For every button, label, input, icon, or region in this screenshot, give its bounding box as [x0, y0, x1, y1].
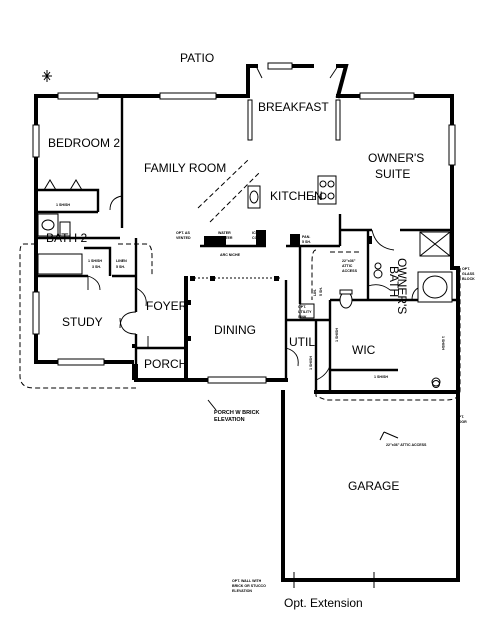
water-heater-note-1: WATER: [218, 231, 231, 235]
wic-shelf-note-1: 1 SH/SH: [374, 375, 388, 379]
water-heater-note-2: HEATER: [218, 236, 233, 240]
opt-wall-note-1: OPT. WALL WITH: [232, 579, 262, 583]
patio-label: PATIO: [180, 51, 214, 65]
linen-closet-note-2: 5 SH.: [116, 265, 125, 269]
windows: [32, 62, 456, 384]
porch-elevation-note-1: PORCH W BRICK: [214, 410, 260, 416]
linen-closet-note-1: LINEN: [116, 259, 127, 263]
bedroom2-label: BEDROOM 2: [48, 136, 120, 150]
wic-shelf-note-3: 1 SH/SH: [441, 336, 445, 350]
garage-attic-note: 22"x36" ATTIC ACCESS: [386, 443, 427, 447]
fixtures: [37, 70, 453, 588]
glass-block-note-2: GLASS: [462, 272, 475, 276]
util-sink-note-2: UTILITY: [298, 310, 312, 314]
wic-shelf-note-2: 1 SH/SH: [335, 328, 339, 342]
opt-wall-note-3: ELEVATION: [232, 589, 252, 593]
foyer-label: FOYER: [146, 299, 188, 313]
bath2-label: BATH 2: [46, 231, 87, 245]
opt-door-note-1: OPT.: [456, 415, 464, 419]
wic-label: WIC: [352, 343, 376, 357]
ice-cool-note-1: ICE: [252, 231, 259, 235]
breakfast-label: BREAKFAST: [258, 100, 329, 114]
porch-elevation-note-2: ELEVATION: [214, 417, 245, 423]
doors: [87, 65, 425, 381]
hall-attic-note-2: ATTIC: [342, 264, 353, 268]
glass-block-note-3: BLOCK: [462, 277, 475, 281]
lin-closet-note-1: LIN.: [313, 289, 317, 296]
light-icon: [374, 262, 382, 270]
ceiling-fan-icon: [432, 380, 440, 388]
bath2-linen-note-2: 3 SH.: [92, 265, 101, 269]
owners-suite-label-2: SUITE: [375, 167, 410, 181]
dishwasher-note: D: [312, 196, 316, 202]
pantry-note-1: PAN.: [302, 235, 310, 239]
room-labels: PATIO BREAKFAST BEDROOM 2 FAMILY ROOM OW…: [46, 51, 424, 610]
kitchen-label: KITCHEN: [270, 189, 323, 203]
bath2-linen-note-1: 1 SH/SH: [88, 259, 102, 263]
family-room-label: FAMILY ROOM: [144, 161, 226, 175]
hall-attic-note-1: 22"x36": [342, 259, 356, 263]
optional-outlines: [19, 159, 461, 401]
garage-label: GARAGE: [348, 479, 399, 493]
porch-label: PORCH: [144, 357, 187, 371]
arc-niche-note: ARC NICHE: [220, 253, 241, 257]
dining-columns: [186, 276, 280, 341]
dining-label: DINING: [214, 323, 256, 337]
annotations: PORCH W BRICK ELEVATION OPT. WALL WITH B…: [56, 196, 475, 593]
owners-bath-label-1: OWNER'S: [395, 258, 409, 314]
util-label: UTIL: [289, 335, 315, 349]
glass-block-note-1: OPT.: [462, 267, 470, 271]
opt-door-note-2: DOOR: [456, 420, 467, 424]
opt-vented-note-1: OPT. AS: [176, 231, 190, 235]
lin-closet-note-2: 5 SH.: [319, 287, 323, 296]
owners-bath-label-2: BATH: [387, 266, 401, 297]
owners-suite-label-1: OWNER'S: [368, 151, 424, 165]
bedroom-closet-note: 1 SH/SH: [56, 203, 70, 207]
hall-attic-note-3: ACCESS: [342, 269, 358, 273]
util-shelf-note: 1 SH/SH: [309, 356, 313, 370]
study-label: STUDY: [62, 315, 103, 329]
pantry-note-2: 5 SH.: [302, 240, 311, 244]
util-sink-note-3: SINK: [298, 315, 307, 319]
opt-vented-note-2: VENTED: [176, 236, 191, 240]
opt-wall-note-2: BRICK OR STUCCO: [232, 584, 266, 588]
util-sink-note-1: OPT.: [298, 305, 306, 309]
opt-extension-label: Opt. Extension: [284, 596, 363, 610]
ice-cool-note-2: COOL: [252, 236, 263, 240]
